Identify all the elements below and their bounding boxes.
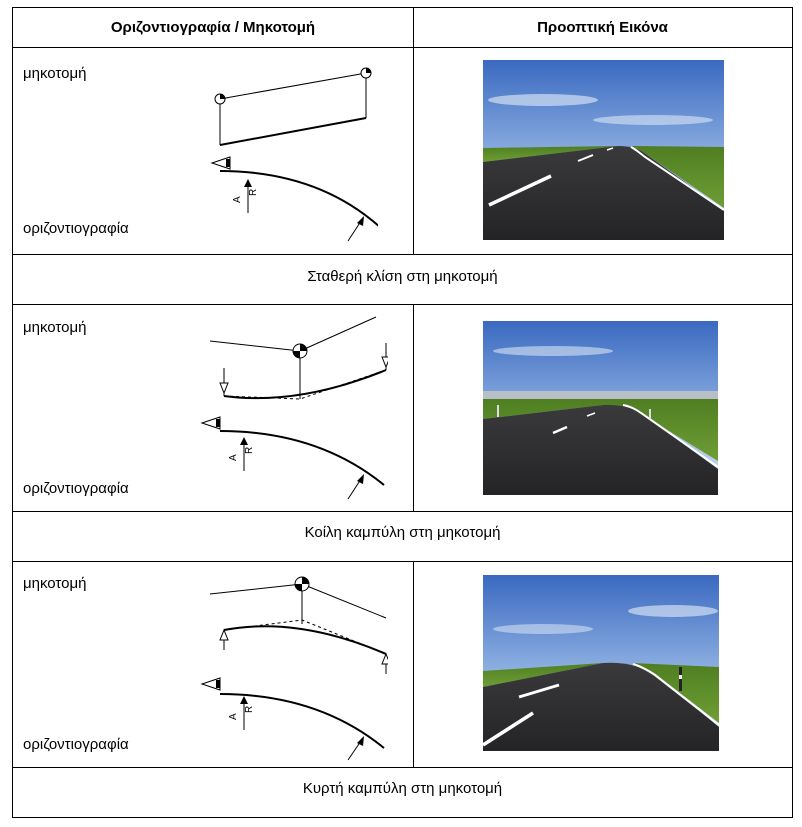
row1-label-plan: οριζοντιογραφία — [23, 220, 129, 237]
row1-diagram: A R — [210, 67, 378, 242]
row1-caption: Σταθερή κλίση στη μηκοτομή — [307, 268, 498, 285]
header-perspective: Προοπτική Εικόνα — [537, 19, 668, 36]
row2-label-profile: μηκοτομή — [23, 319, 87, 336]
row2-mark-r: R — [244, 447, 255, 454]
row3-label-profile: μηκοτομή — [23, 575, 87, 592]
row3-label-plan: οριζοντιογραφία — [23, 736, 129, 753]
row3-diagram: A R — [200, 576, 388, 761]
row1-mark-r: R — [248, 189, 259, 196]
row1-mark-a: A — [232, 196, 243, 203]
row2-perspective-image — [483, 321, 718, 495]
row1-perspective-image — [483, 60, 724, 240]
row2-caption: Κοίλη καμπύλη στη μηκοτομή — [304, 524, 501, 541]
row3-mark-r: R — [244, 706, 255, 713]
row2-diagram: A R — [200, 316, 388, 500]
row3-perspective-image — [483, 575, 719, 751]
row3-mark-a: A — [228, 713, 239, 720]
row2-mark-a: A — [228, 454, 239, 461]
header-plan-profile: Οριζοντιογραφία / Μηκοτομή — [110, 19, 316, 36]
comparison-table: Οριζοντιογραφία / Μηκοτομή Προοπτική Εικ… — [12, 7, 793, 818]
row2-label-plan: οριζοντιογραφία — [23, 480, 129, 497]
row3-caption: Κυρτή καμπύλη στη μηκοτομή — [302, 780, 503, 797]
row1-label-profile: μηκοτομή — [23, 65, 87, 82]
